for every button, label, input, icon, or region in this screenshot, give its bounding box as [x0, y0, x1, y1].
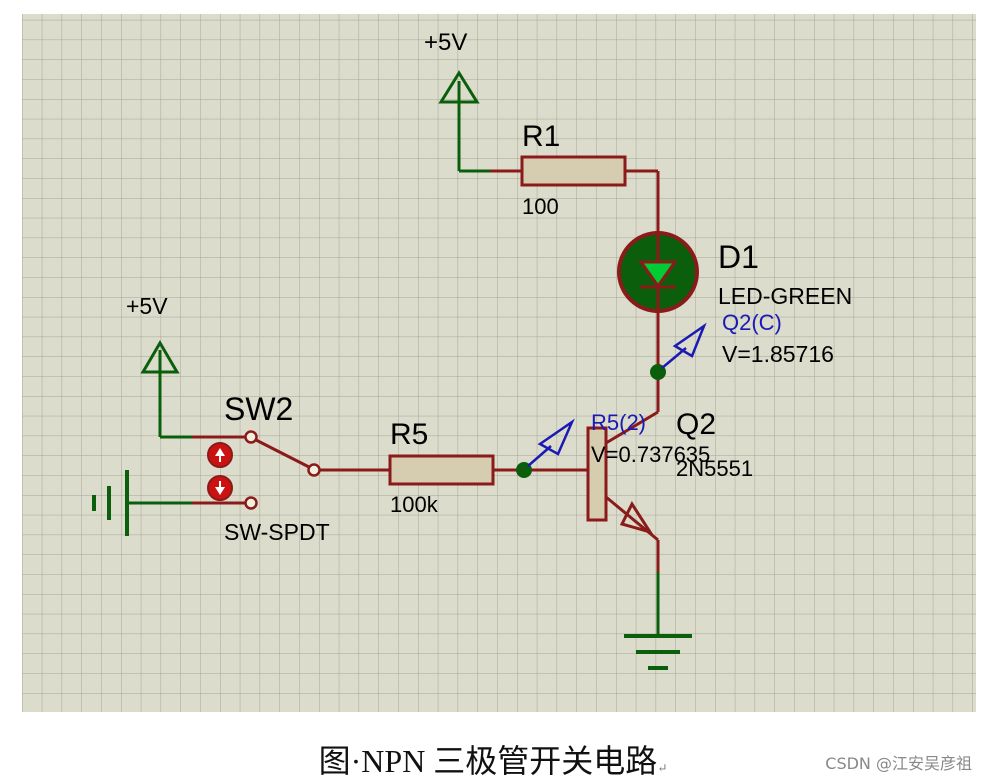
probe-arrow-icon [672, 322, 707, 358]
sw2-ref-label: SW2 [224, 391, 293, 427]
probe-arrow-icon [537, 418, 575, 456]
q2-value-label: 2N5551 [676, 456, 753, 481]
paragraph-mark-icon: ↵ [657, 761, 668, 775]
resistor-r1[interactable]: R1 100 [490, 120, 658, 219]
caption-text: 图·NPN 三极管开关电路 [318, 743, 658, 779]
switch-button-up-icon[interactable] [207, 442, 233, 468]
supply-left-label: +5V [126, 293, 168, 319]
switch-button-down-icon[interactable] [207, 475, 233, 501]
r5-ref-label: R5 [390, 418, 428, 451]
transistor-q2[interactable]: R5(2) V=0.737635 Q2 2N5551 [586, 408, 753, 542]
supply-top-label: +5V [424, 29, 467, 56]
schematic-canvas: +5V R1 100 D1 LED-GREEN Q2(C) V=1.85716 … [22, 14, 976, 712]
r1-value-label: 100 [522, 194, 559, 219]
probe-r5-name: R5(2) [591, 410, 646, 435]
resistor-r5[interactable]: R5 100k [388, 418, 524, 517]
probe-q2c-reading: V=1.85716 [722, 341, 834, 367]
d1-ref-label: D1 [718, 239, 759, 275]
q2-ref-label: Q2 [676, 408, 716, 441]
battery-ground[interactable] [92, 470, 192, 536]
probe-r5[interactable] [527, 418, 575, 467]
probe-r5-reading: V=0.737635 [591, 442, 710, 467]
grid-lines [22, 14, 976, 712]
switch-sw2[interactable]: SW2 SW-SPDT [192, 391, 330, 545]
supply-left[interactable]: +5V [126, 293, 192, 439]
d1-value-label: LED-GREEN [718, 283, 852, 309]
r1-ref-label: R1 [522, 120, 560, 153]
probe-q2c-name: Q2(C) [722, 310, 782, 335]
figure-caption: 图·NPN 三极管开关电路↵ [0, 736, 986, 782]
probe-q2c[interactable]: Q2(C) V=1.85716 [661, 310, 834, 369]
r5-value-label: 100k [390, 492, 439, 517]
ground-icon [624, 634, 692, 670]
led-d1[interactable]: D1 LED-GREEN [617, 231, 852, 313]
supply-top[interactable]: +5V [424, 29, 490, 173]
watermark: CSDN @江安吴彦祖 [825, 754, 972, 773]
sw2-type-label: SW-SPDT [224, 519, 330, 545]
